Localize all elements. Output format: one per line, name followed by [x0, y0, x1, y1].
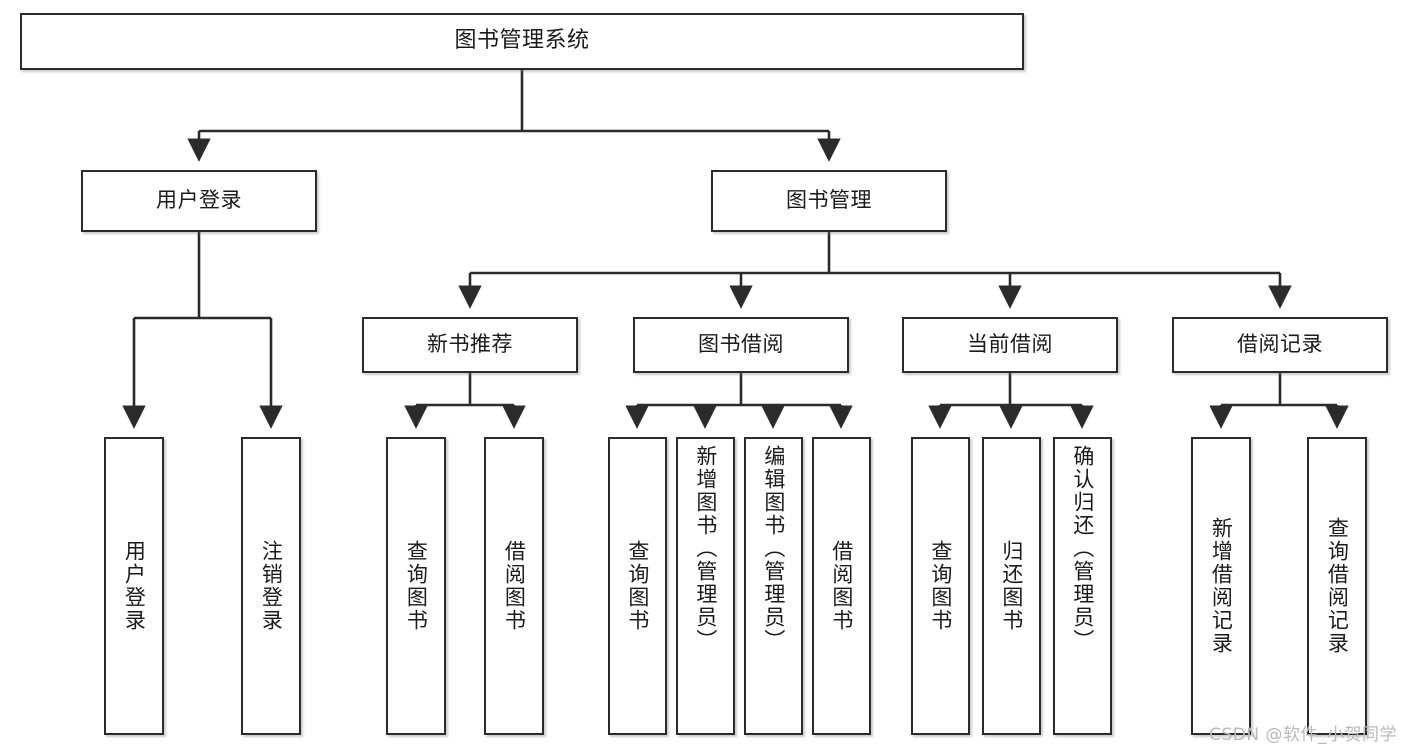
node-leaf-query-book-3-label: 查询图书 [928, 540, 953, 632]
node-root[interactable]: 图书管理系统 [20, 13, 1024, 70]
node-book-borrow-label: 图书借阅 [698, 332, 784, 357]
node-leaf-user-login-label: 用户登录 [122, 540, 147, 632]
node-current-borrow-label: 当前借阅 [967, 332, 1053, 357]
node-leaf-edit-book-label: 编辑图书（管理员） [761, 445, 786, 652]
node-root-label: 图书管理系统 [454, 28, 590, 54]
node-leaf-query-borrow-record[interactable]: 查询借阅记录 [1307, 437, 1367, 735]
node-leaf-user-logout[interactable]: 注销登录 [241, 437, 301, 735]
node-leaf-confirm-return-label: 确认归还（管理员） [1070, 445, 1095, 652]
node-book-manage-label: 图书管理 [786, 188, 872, 213]
node-leaf-query-book-2-label: 查询图书 [625, 540, 650, 632]
node-borrow-record-label: 借阅记录 [1237, 332, 1323, 357]
node-leaf-add-book-label: 新增图书（管理员） [693, 445, 718, 652]
node-user-login[interactable]: 用户登录 [81, 170, 317, 232]
node-new-book-recommend[interactable]: 新书推荐 [362, 317, 578, 373]
node-leaf-user-login[interactable]: 用户登录 [104, 437, 164, 735]
node-leaf-query-book-2[interactable]: 查询图书 [608, 437, 667, 735]
node-leaf-borrow-book-2-label: 借阅图书 [829, 540, 854, 632]
node-book-borrow[interactable]: 图书借阅 [633, 317, 849, 373]
node-new-book-recommend-label: 新书推荐 [427, 332, 513, 357]
node-leaf-add-borrow-record[interactable]: 新增借阅记录 [1191, 437, 1251, 735]
node-leaf-add-borrow-record-label: 新增借阅记录 [1209, 517, 1234, 655]
csdn-watermark: CSDN @软件_小贺同学 [1209, 725, 1397, 745]
node-leaf-edit-book[interactable]: 编辑图书（管理员） [744, 437, 803, 735]
node-user-login-label: 用户登录 [156, 188, 242, 213]
node-leaf-user-logout-label: 注销登录 [259, 540, 284, 632]
node-leaf-query-book-1[interactable]: 查询图书 [386, 437, 446, 735]
node-leaf-return-book[interactable]: 归还图书 [982, 437, 1041, 735]
node-leaf-return-book-label: 归还图书 [999, 540, 1024, 632]
node-leaf-query-borrow-record-label: 查询借阅记录 [1325, 517, 1350, 655]
node-borrow-record[interactable]: 借阅记录 [1172, 317, 1388, 373]
node-leaf-add-book[interactable]: 新增图书（管理员） [676, 437, 735, 735]
node-leaf-borrow-book-2[interactable]: 借阅图书 [812, 437, 871, 735]
node-leaf-confirm-return[interactable]: 确认归还（管理员） [1053, 437, 1112, 735]
node-leaf-borrow-book-1[interactable]: 借阅图书 [484, 437, 544, 735]
node-current-borrow[interactable]: 当前借阅 [902, 317, 1118, 373]
node-book-manage[interactable]: 图书管理 [711, 170, 947, 232]
node-leaf-borrow-book-1-label: 借阅图书 [502, 540, 527, 632]
node-leaf-query-book-1-label: 查询图书 [404, 540, 429, 632]
node-leaf-query-book-3[interactable]: 查询图书 [911, 437, 970, 735]
